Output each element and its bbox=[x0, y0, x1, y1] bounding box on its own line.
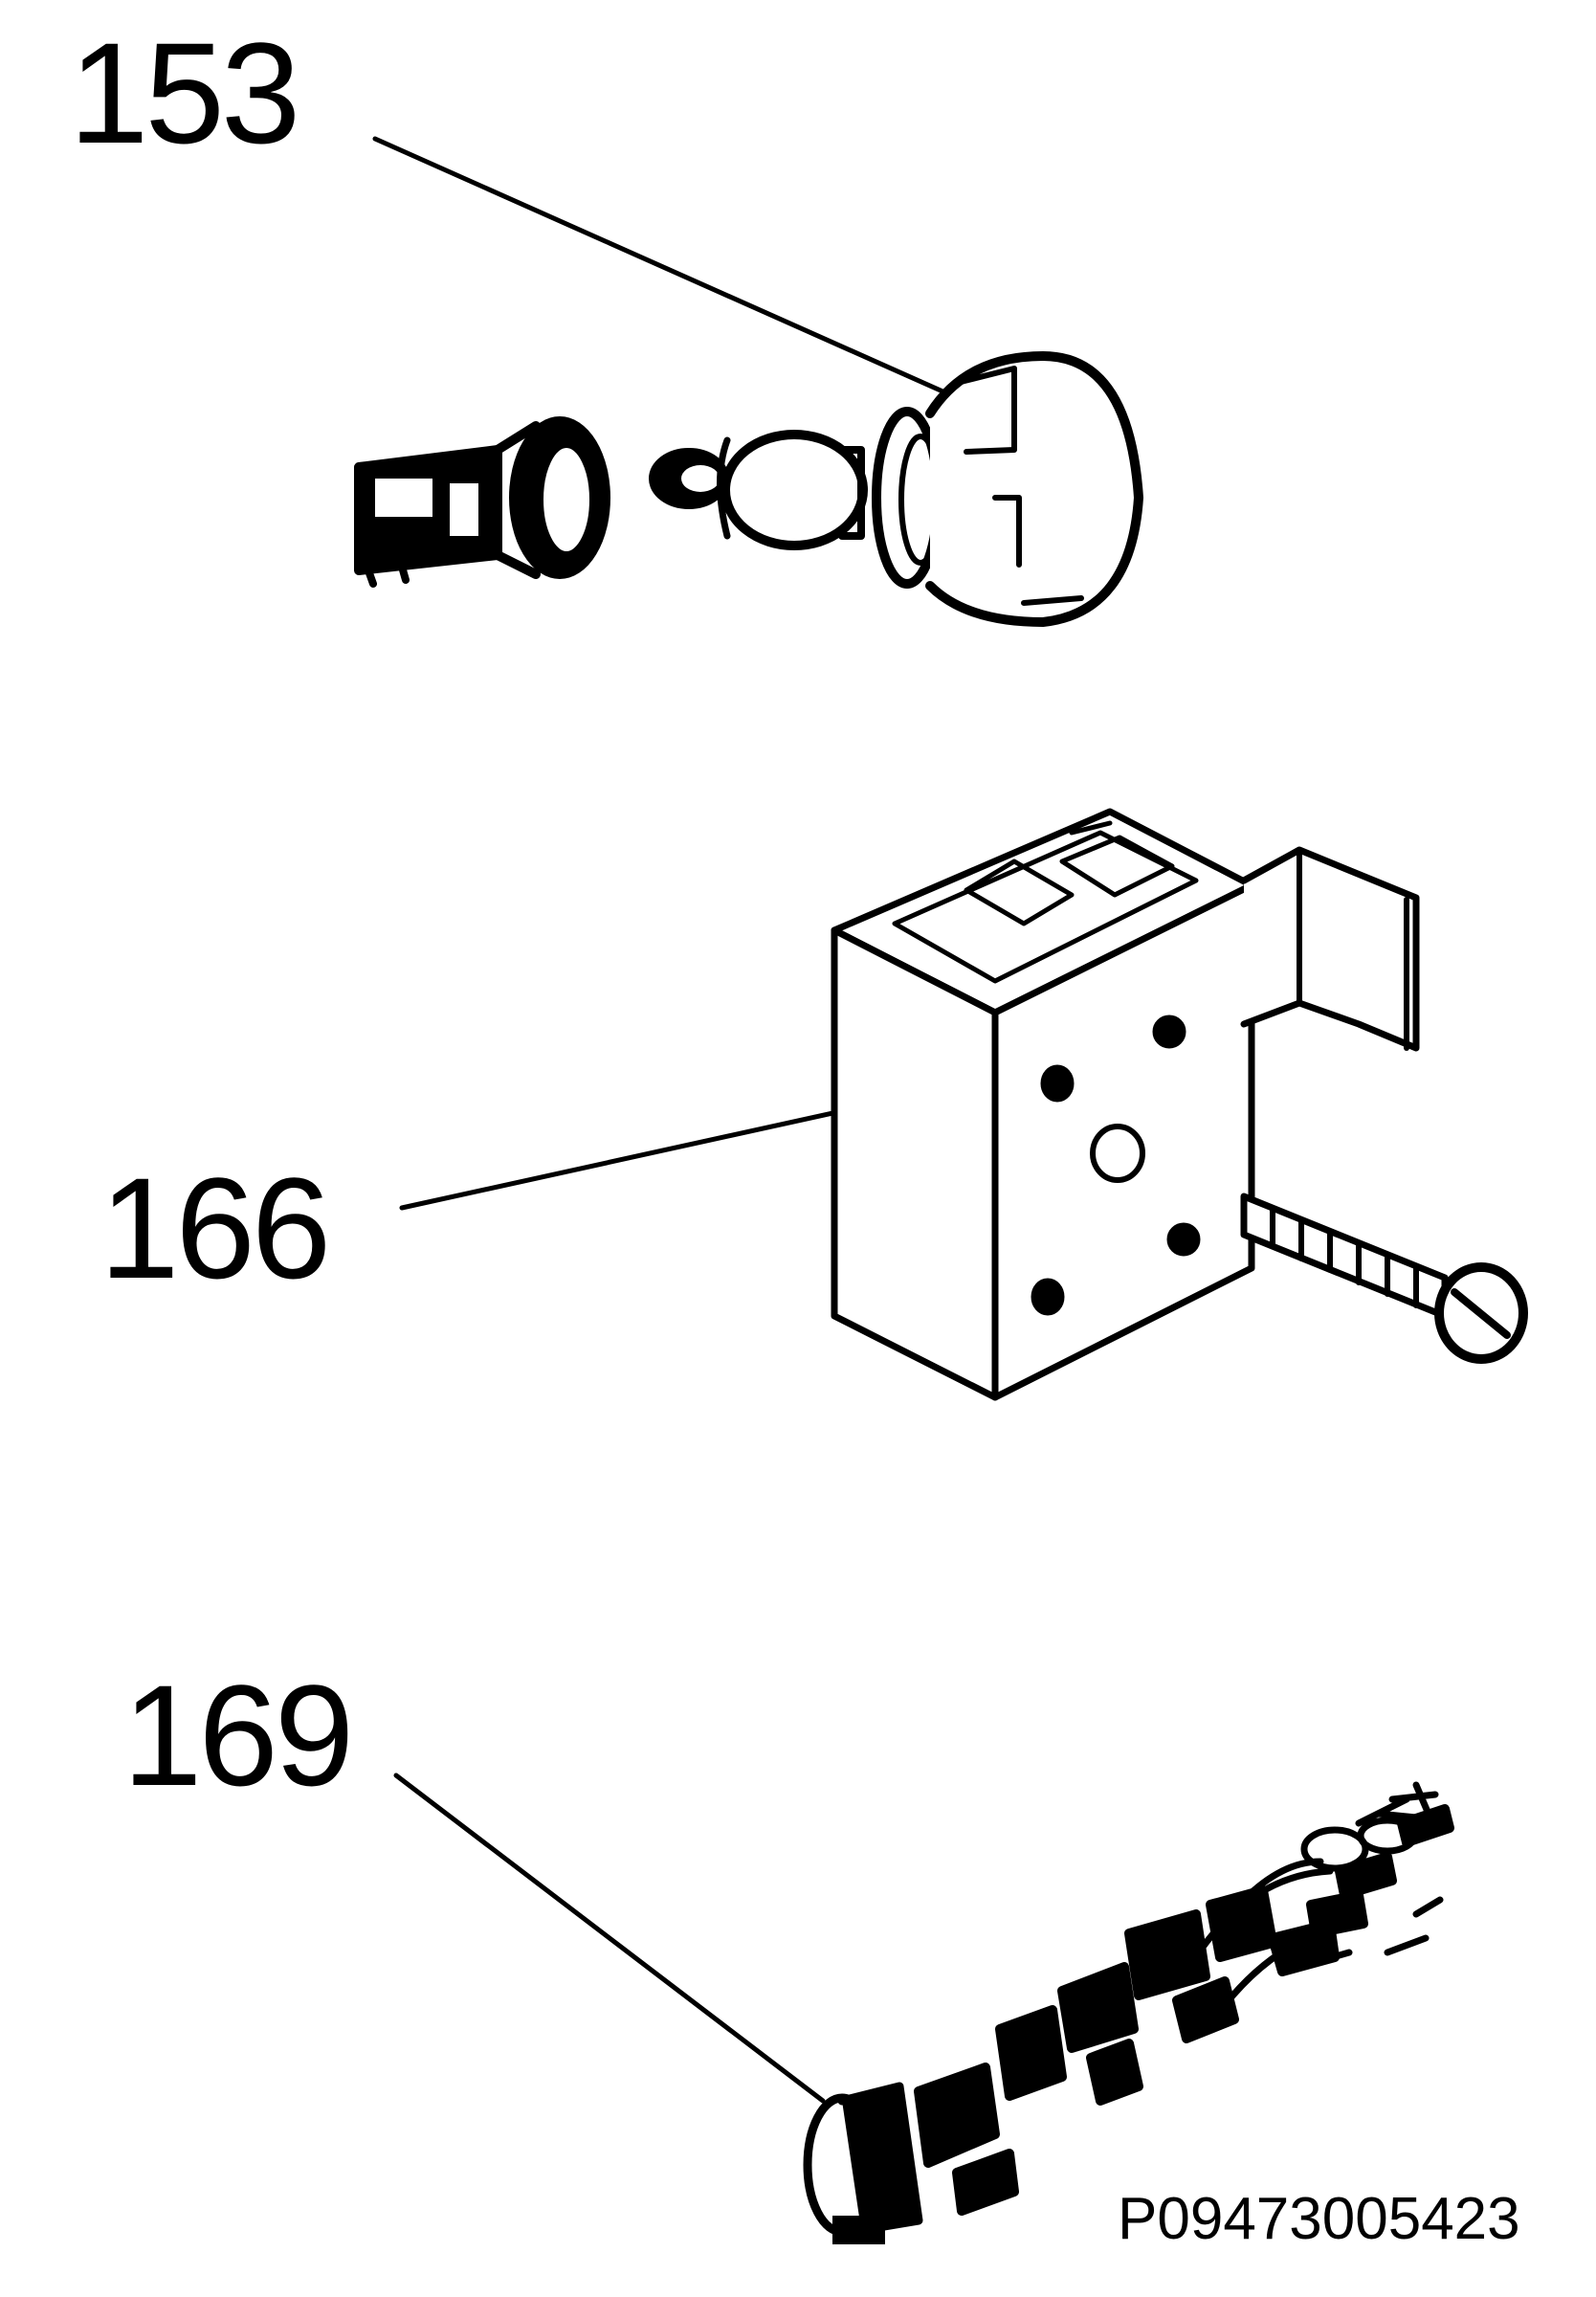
leader-line-169 bbox=[393, 1773, 826, 2104]
reference-code: P09473005423 bbox=[1118, 2186, 1520, 2252]
cable-plug bbox=[803, 2082, 923, 2244]
hole-center bbox=[1090, 1124, 1145, 1183]
lens-cap bbox=[872, 351, 1143, 627]
callout-169: 169 bbox=[122, 1655, 354, 1816]
mounting-bracket bbox=[1240, 846, 1420, 1052]
hole-upper-left bbox=[1040, 1064, 1075, 1103]
leader-line-153 bbox=[372, 136, 969, 405]
part-153-lamp-assembly bbox=[354, 136, 1143, 627]
hole-lower-right bbox=[1166, 1222, 1201, 1257]
block-front-face bbox=[831, 926, 999, 1401]
bulb bbox=[649, 430, 868, 550]
hole-lower-left bbox=[1031, 1278, 1065, 1316]
lamp-holder bbox=[354, 416, 610, 588]
hole-upper-right bbox=[1152, 1015, 1186, 1049]
part-166-relay-block bbox=[399, 808, 1528, 1401]
callout-166: 166 bbox=[100, 1148, 331, 1308]
callout-153: 153 bbox=[69, 12, 300, 173]
mounting-screw bbox=[1240, 1193, 1528, 1364]
cable-wires bbox=[1183, 1781, 1444, 2009]
cable-braid bbox=[914, 1804, 1454, 2216]
part-169-cable bbox=[393, 1773, 1454, 2244]
